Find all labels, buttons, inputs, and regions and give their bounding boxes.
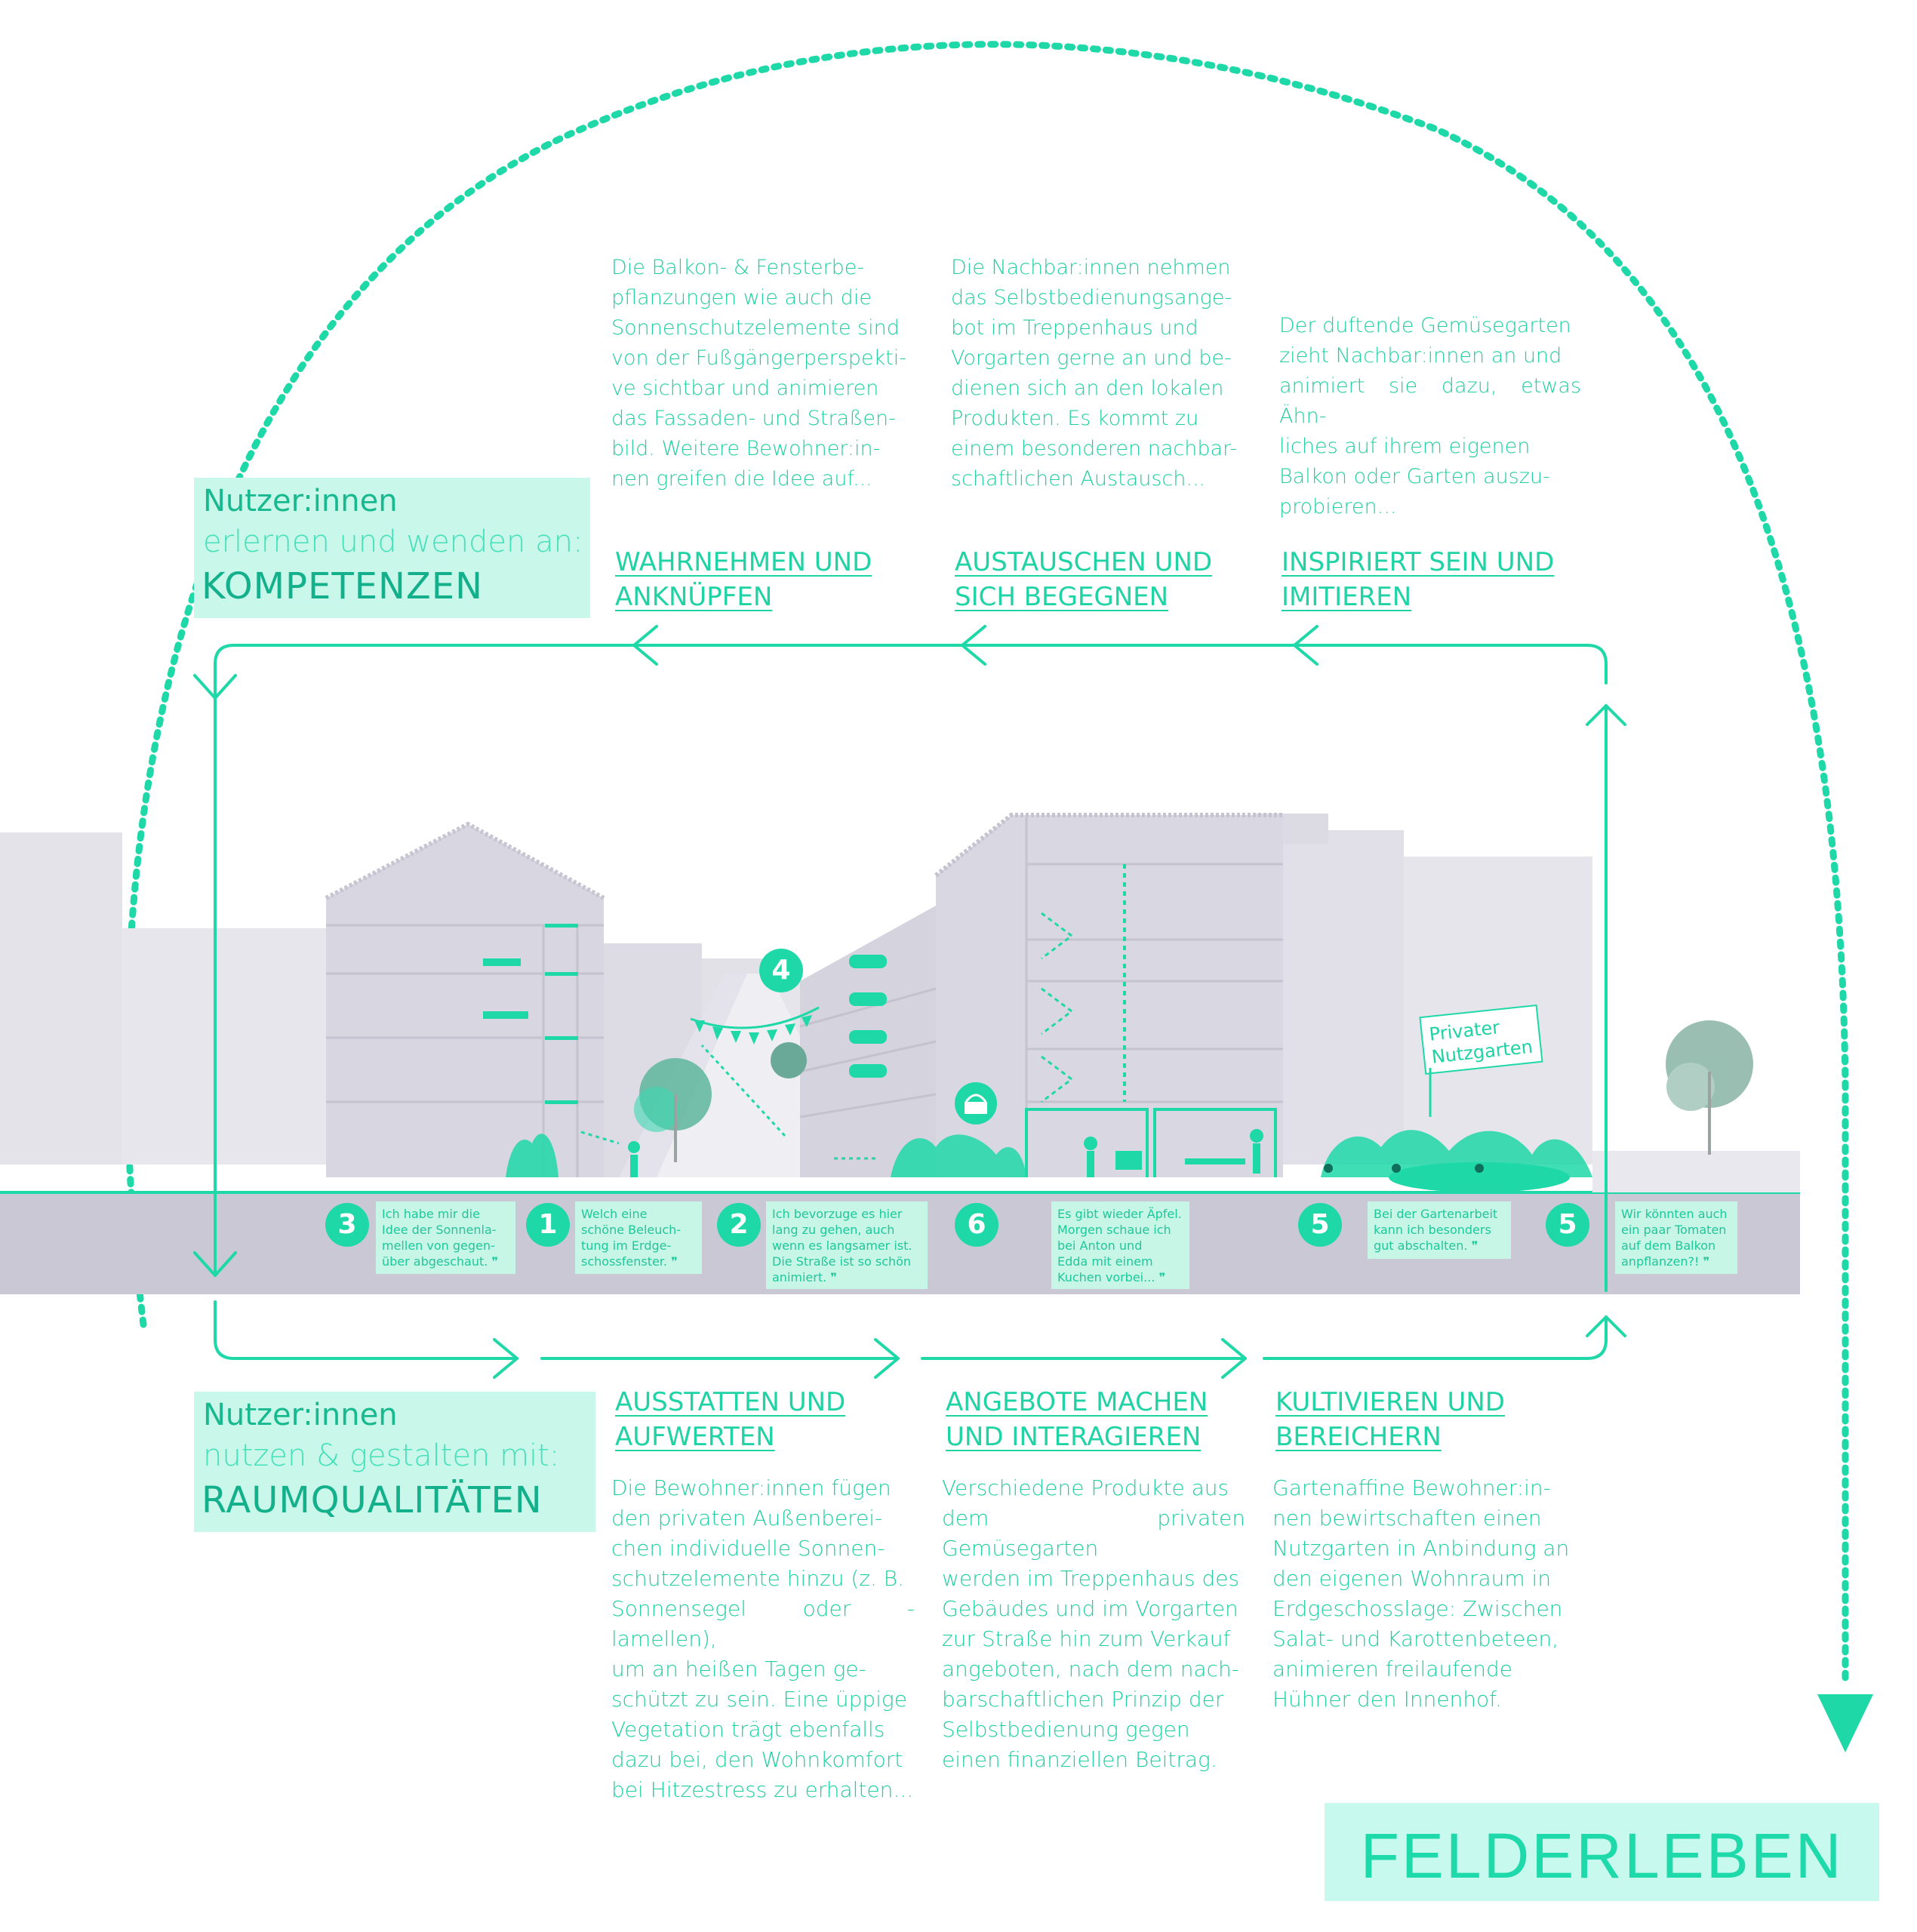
badge-3: 3 <box>325 1203 369 1247</box>
heading-inspiriert: INSPIRIERT SEIN UND IMITIEREN <box>1282 547 1555 612</box>
heading-kultivieren: KULTIVIEREN UND BEREICHERN <box>1275 1387 1505 1452</box>
tree-icon <box>1666 1020 1753 1111</box>
badge-5a: 5 <box>1298 1203 1342 1247</box>
bottom-text-1: Die Bewohner:innen fügen den privaten Au… <box>611 1475 915 1802</box>
dotted-arc <box>123 41 1849 1687</box>
garden-sign-board <box>1419 1004 1543 1075</box>
badge-6: 6 <box>955 1203 999 1247</box>
arc-arrowhead-icon <box>1817 1694 1873 1752</box>
quote-5b: Wir könnten auch ein paar Tomaten auf de… <box>1615 1201 1737 1274</box>
basket-icon <box>955 1082 997 1124</box>
badge-5b: 5 <box>1546 1203 1589 1247</box>
quote-6: Es gibt wieder Äpfel. Morgen schaue ich … <box>1051 1201 1189 1289</box>
heading-austauschen: AUSTAUSCHEN UND SICH BEGEGNEN <box>955 547 1213 612</box>
quote-1: Welch eine schöne Beleuch- tung im Erdge… <box>575 1201 702 1274</box>
tree-icon <box>771 1042 807 1078</box>
quote-2: Ich bevorzuge es hier lang zu gehen, auc… <box>766 1201 928 1289</box>
top-text-3: Der duftende Gemüsegarten zieht Nachbar:… <box>1279 314 1581 518</box>
competences-box: Nutzer:innen erlernen und wenden an: KOM… <box>194 478 590 618</box>
bottom-text-3: Gartenaffine Bewohner:in- nen bewirtscha… <box>1272 1475 1570 1712</box>
heading-ausstatten: AUSSTATTEN UND AUFWERTEN <box>615 1387 846 1452</box>
spatial-box: Nutzer:innen nutzen & gestalten mit: RAU… <box>194 1392 595 1532</box>
top-text-2: Die Nachbar:innen nehmen das Selbstbedie… <box>951 256 1238 491</box>
brand-box: FELDERLEBEN <box>1325 1803 1879 1901</box>
spatial-line1: Nutzer:innen <box>203 1398 398 1432</box>
competences-line1: Nutzer:innen <box>203 484 398 518</box>
heading-wahrnehmen: WAHRNEHMEN UND ANKNÜPFEN <box>615 547 872 612</box>
quote-5a: Bei der Gartenarbeit kann ich besonders … <box>1368 1201 1511 1259</box>
badge-1: 1 <box>526 1203 570 1247</box>
heading-angebote: ANGEBOTE MACHEN UND INTERAGIEREN <box>946 1387 1208 1452</box>
cycle-frame <box>193 625 1626 1379</box>
brand-title: FELDERLEBEN <box>1360 1820 1844 1891</box>
competences-line3: KOMPETENZEN <box>202 565 483 608</box>
competences-line2: erlernen und wenden an: <box>203 525 583 559</box>
spatial-line3: RAUMQUALITÄTEN <box>202 1479 543 1521</box>
badge-4: 4 <box>759 949 803 992</box>
top-text-1: Die Balkon- & Fensterbe- pflanzungen wie… <box>611 256 906 491</box>
quote-3: Ich habe mir die Idee der Sonnenla- mell… <box>376 1201 515 1274</box>
spatial-line2: nutzen & gestalten mit: <box>203 1438 560 1473</box>
bottom-text-2: Verschiedene Produkte aus dem privaten G… <box>942 1475 1245 1772</box>
badge-2: 2 <box>717 1203 761 1247</box>
